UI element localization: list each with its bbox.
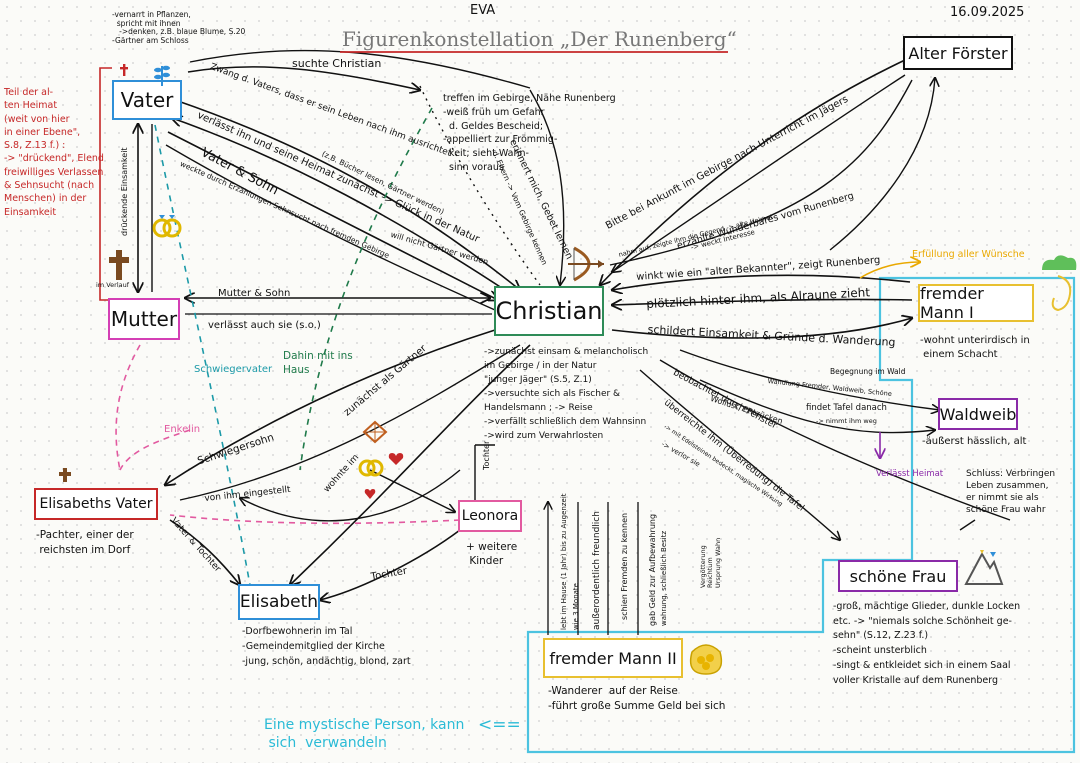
- cloud-icon: [1042, 255, 1077, 312]
- node-fremder-mann-2: fremder Mann II: [543, 638, 683, 678]
- mystic-region-outline: [526, 276, 1076, 754]
- mountain-icon: [964, 550, 1004, 585]
- label-enkelin: Enkelin: [164, 424, 201, 435]
- page-title: Figurenkonstellation „Der Runenberg“: [342, 27, 737, 51]
- label-nimmt-ihm: -> nimmt ihm weg: [816, 417, 877, 425]
- label-findet-tafel: findet Tafel danach: [806, 403, 887, 413]
- note-schluss: Schluss: Verbringen Leben zusammen, er n…: [966, 469, 1056, 516]
- cross-icon: [59, 468, 71, 482]
- node-elisabeths-vater: Elisabeths Vater: [34, 488, 158, 520]
- note-vater-traits: -vernarrt in Pflanzen, spricht mit ihnen…: [112, 10, 246, 45]
- bow-and-arrow-icon: [568, 246, 604, 282]
- label-vergoetterung: Vergötterung Reichtum Ursprung Wahn: [699, 537, 722, 588]
- node-vater: Vater: [112, 80, 182, 120]
- label-dreiundfuenfzig: lebt im Hause (1 Jahr) bis zu Augenzeit: [560, 493, 568, 630]
- note-christian-desc: ->zunächst einsam & melancholisch im Geb…: [484, 347, 649, 441]
- label-im-verlauf: im Verlauf: [96, 281, 130, 289]
- label-erfuellung: Erfüllung aller Wünsche: [912, 249, 1025, 260]
- heart-icon: [388, 453, 404, 465]
- author-label: EVA: [470, 3, 496, 18]
- label-drueckende-einsamkeit: drückende Einsamkeit: [120, 147, 129, 236]
- cross-icon: [109, 250, 129, 280]
- note-mystic-person: Eine mystische Person, kann sich verwand…: [264, 717, 465, 752]
- label-wahrung: wahrung, schließlich Besitz: [660, 530, 668, 626]
- heart-icon: [364, 489, 376, 499]
- wedding-rings-icon: [152, 215, 182, 238]
- note-waldweib-desc: -äußerst hässlich, alt: [922, 436, 1027, 447]
- note-elisabeth-desc: -Dorfbewohnerin im Tal -Gemeindemitglied…: [242, 626, 411, 668]
- label-verlaesst-heimat: Verlässt Heimat: [876, 469, 944, 479]
- note-fremder-mann-2-desc: -Wanderer auf der Reise -führt große Sum…: [548, 685, 726, 713]
- gold-coins-icon: [689, 644, 723, 675]
- crystal-icon: [362, 420, 388, 444]
- label-schwiegervater: Schwiegervater: [194, 364, 273, 375]
- label-tochter-leonora: Tochter: [482, 440, 491, 470]
- label-dahin-mit: Dahin mit ins Haus: [283, 350, 353, 376]
- node-elisabeth: Elisabeth: [238, 584, 320, 620]
- date-label: 16.09.2025: [950, 5, 1025, 20]
- note-leonora-kids: + weitere Kinder: [466, 541, 518, 568]
- label-gab-geld: gab Geld zur Aufbewahrung: [648, 513, 657, 626]
- node-fremder-mann-1: fremder Mann I: [918, 284, 1034, 322]
- note-elisabeths-vater-desc: -Pachter, einer der reichsten im Dorf: [36, 529, 134, 556]
- note-foerster-meeting: treffen im Gebirge, Nähe Runenberg -weiß…: [443, 93, 616, 173]
- node-alter-foerster: Alter Förster: [903, 36, 1013, 70]
- label-suchte-christian: suchte Christian: [292, 57, 382, 70]
- note-alte-heimat: Teil der al- ten Heimat (weit von hier i…: [4, 87, 104, 218]
- cross-icon: [120, 64, 128, 76]
- label-verlaesst-auch-sie: verlässt auch sie (s.o.): [208, 320, 321, 331]
- node-christian: Christian: [494, 286, 604, 336]
- note-fremder-mann-1-desc: -wohnt unterirdisch in einem Schacht: [920, 335, 1030, 360]
- label-begegnung: Begegnung im Wald: [830, 367, 906, 376]
- node-mutter: Mutter: [108, 298, 180, 340]
- label-schien: schien Fremden zu kennen: [620, 512, 629, 620]
- label-wie-3-monate: wie 3 Monate: [572, 583, 580, 630]
- note-schoene-frau-desc: -groß, mächtige Glieder, dunkle Locken e…: [833, 601, 1021, 686]
- node-waldweib: Waldweib: [938, 398, 1018, 430]
- mystic-arrow: <==: [478, 715, 521, 735]
- label-ausserordentlich: außerordentlich freundlich: [592, 511, 602, 630]
- label-mutter-sohn: Mutter & Sohn: [218, 288, 291, 299]
- plant-icon: [154, 65, 170, 86]
- node-schoene-frau: schöne Frau: [838, 560, 958, 592]
- wedding-rings-icon: [358, 459, 384, 477]
- node-leonora: Leonora: [458, 500, 522, 532]
